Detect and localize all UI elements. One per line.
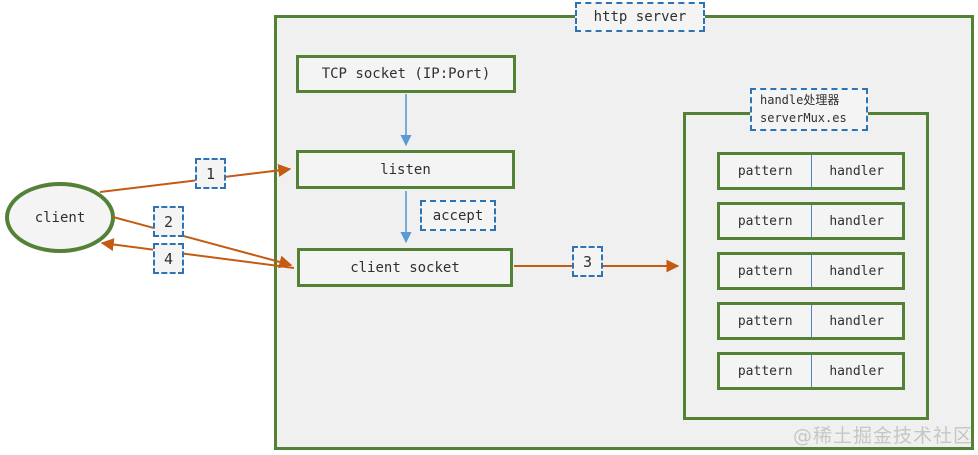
step-3-label: 3 xyxy=(572,246,603,277)
server-mux-label-line1: handle处理器 xyxy=(760,93,840,108)
http-server-label: http server xyxy=(575,2,705,32)
mux-pattern-cell: pattern xyxy=(720,305,812,337)
client-ellipse: client xyxy=(5,182,115,253)
step-2-label: 2 xyxy=(153,206,184,237)
mux-pattern-cell: pattern xyxy=(720,255,812,287)
mux-handler-cell: handler xyxy=(829,263,885,279)
arrow-4-client-socket-to-client xyxy=(100,238,295,269)
mux-row: pattern handler xyxy=(717,152,905,190)
mux-pattern-cell: pattern xyxy=(720,205,812,237)
step-1-label: 1 xyxy=(195,158,226,189)
mux-row: pattern handler xyxy=(717,252,905,290)
server-mux-label: handle处理器 serverMux.es xyxy=(750,88,868,131)
mux-row: pattern handler xyxy=(717,202,905,240)
mux-handler-cell: handler xyxy=(829,313,885,329)
accept-label: accept xyxy=(420,200,496,231)
listen-box: listen xyxy=(296,150,515,189)
arrow-2-client-to-client-socket xyxy=(112,216,293,269)
mux-row: pattern handler xyxy=(717,352,905,390)
watermark: @稀土掘金技术社区 xyxy=(793,425,974,447)
mux-handler-cell: handler xyxy=(829,363,885,379)
mux-handler-cell: handler xyxy=(829,213,885,229)
mux-row: pattern handler xyxy=(717,302,905,340)
client-socket-box: client socket xyxy=(297,248,513,287)
mux-pattern-cell: pattern xyxy=(720,155,812,187)
step-4-label: 4 xyxy=(153,243,184,274)
mux-pattern-cell: pattern xyxy=(720,355,812,387)
tcp-socket-box: TCP socket (IP:Port) xyxy=(296,55,516,93)
mux-handler-cell: handler xyxy=(829,163,885,179)
server-mux-label-line2: serverMux.es xyxy=(760,110,847,125)
